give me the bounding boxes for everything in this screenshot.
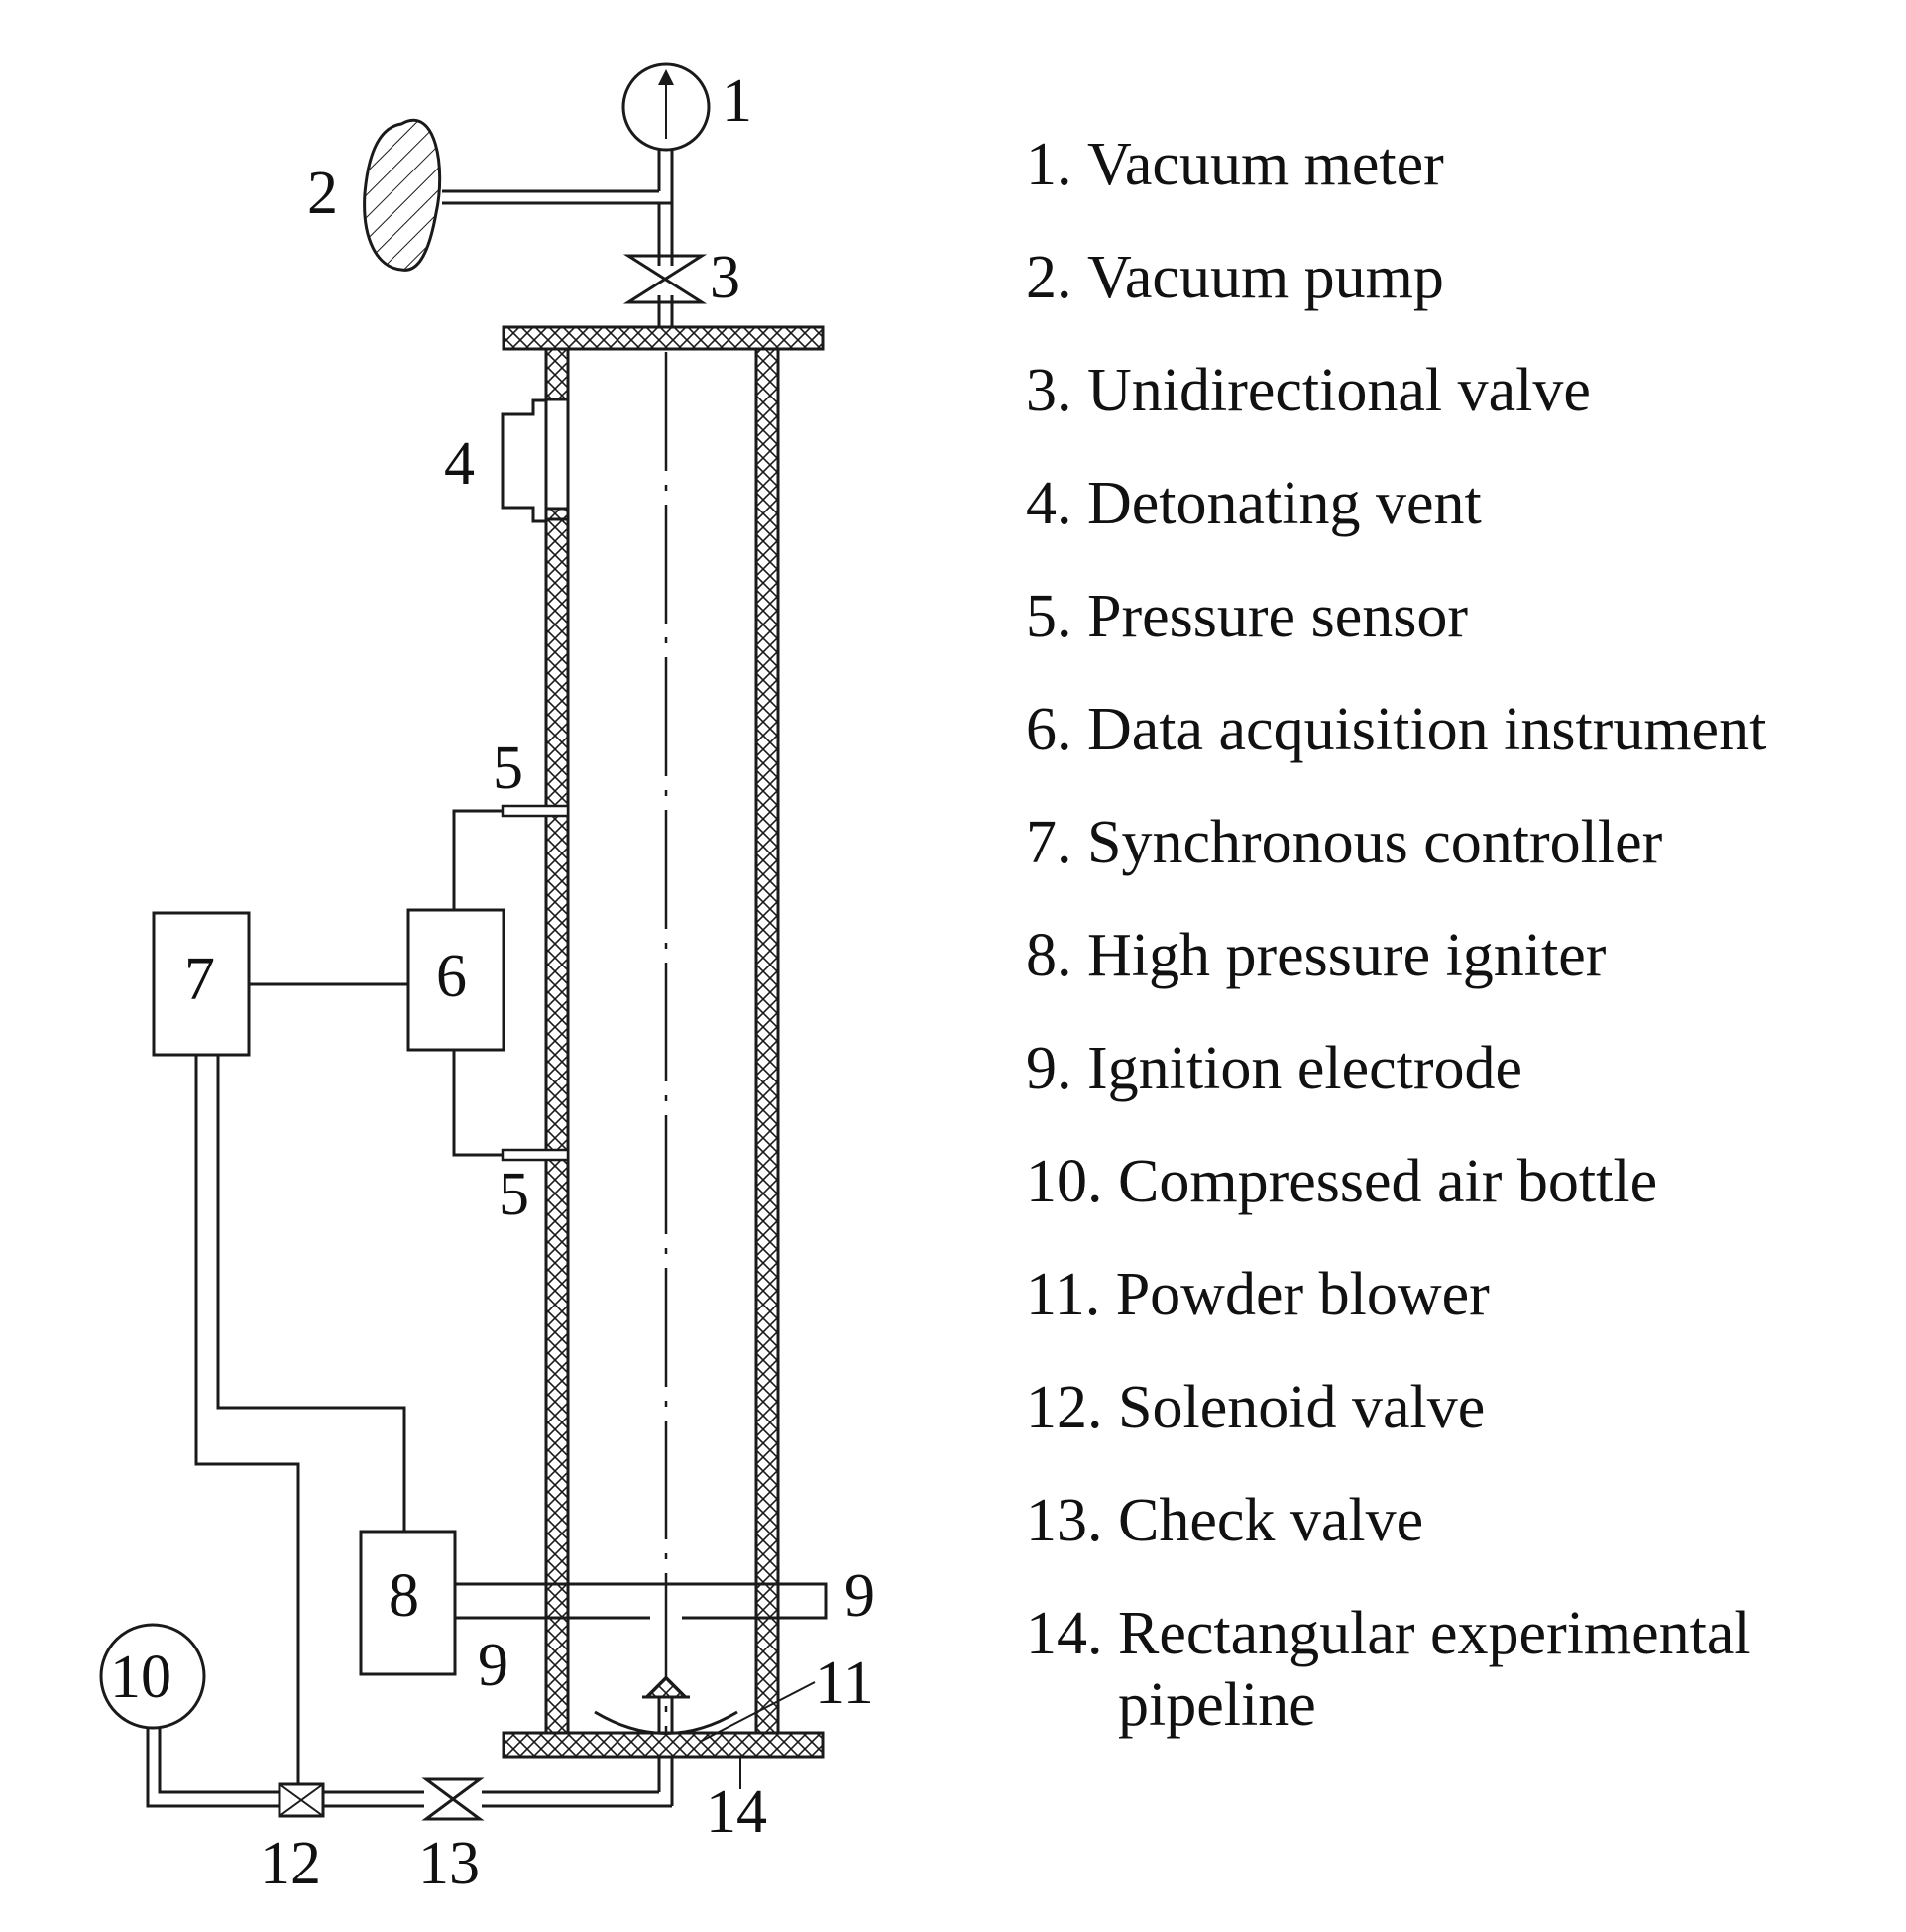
legend-number: 7. — [1026, 809, 1087, 876]
legend-item: 8. High pressure igniter — [1026, 920, 1851, 1033]
pipeline-right-wall — [754, 347, 780, 1735]
legend-item: 5. Pressure sensor — [1026, 581, 1851, 694]
detonating-vent — [501, 398, 570, 523]
legend-number: 10. — [1026, 1148, 1118, 1215]
legend-label: Ignition electrode — [1087, 1035, 1522, 1102]
callout-4: 4 — [444, 430, 475, 498]
legend-number: 12. — [1026, 1374, 1118, 1441]
legend-label: Compressed air bottle — [1118, 1148, 1658, 1215]
legend-number: 2. — [1026, 244, 1087, 311]
callout-6: 6 — [436, 943, 467, 1010]
legend-number: 9. — [1026, 1035, 1087, 1102]
callout-8: 8 — [389, 1562, 419, 1630]
powder-blower — [594, 1675, 816, 1743]
unidirectional-valve — [622, 254, 708, 304]
callout-11: 11 — [815, 1649, 874, 1717]
legend-item: 9. Ignition electrode — [1026, 1033, 1851, 1146]
legend-number: 4. — [1026, 470, 1087, 537]
legend-number: 5. — [1026, 583, 1087, 650]
legend-label: Powder blower — [1115, 1261, 1490, 1328]
ignition-electrode-upper — [455, 1582, 828, 1620]
legend-number: 13. — [1026, 1487, 1118, 1554]
legend-item: 11. Powder blower — [1026, 1259, 1851, 1372]
compressed-air-bottle — [99, 1623, 206, 1730]
callout-5-bottom: 5 — [499, 1161, 529, 1228]
legend-item: 4. Detonating vent — [1026, 468, 1851, 581]
legend-number: 1. — [1026, 131, 1087, 198]
callout-12: 12 — [260, 1830, 321, 1897]
synchronous-controller — [152, 911, 408, 1057]
vacuum-line — [442, 150, 674, 347]
legend-label: Check valve — [1118, 1487, 1424, 1554]
component-legend: 1. Vacuum meter 2. Vacuum pump 3. Unidir… — [1026, 129, 1851, 1739]
callout-10: 10 — [110, 1644, 171, 1711]
legend-label: Vacuum meter — [1087, 131, 1444, 198]
vacuum-meter — [621, 62, 711, 152]
callout-9-right: 9 — [844, 1562, 875, 1630]
data-acquisition-instrument — [406, 809, 505, 1157]
pipeline-left-wall — [544, 347, 570, 1735]
legend-number: 11. — [1026, 1261, 1116, 1328]
callout-14: 14 — [706, 1778, 767, 1846]
legend-item: 14. Rectangular experimental pipeline — [1026, 1598, 1851, 1739]
legend-number: 8. — [1026, 922, 1087, 989]
callout-13: 13 — [418, 1830, 480, 1897]
callout-3: 3 — [710, 244, 740, 311]
legend-number: 6. — [1026, 696, 1087, 763]
callout-1: 1 — [722, 67, 752, 135]
legend-item: 7. Synchronous controller — [1026, 807, 1851, 920]
legend-label: Synchronous controller — [1087, 809, 1663, 876]
controller-wiring — [194, 1055, 406, 1792]
legend-item: 12. Solenoid valve — [1026, 1372, 1851, 1485]
callout-2: 2 — [307, 160, 338, 227]
air-feed-line — [146, 1728, 674, 1808]
callout-5-top: 5 — [493, 735, 523, 802]
check-valve — [421, 1777, 485, 1821]
callout-7: 7 — [184, 946, 215, 1013]
callout-9-left: 9 — [478, 1632, 508, 1699]
legend-item: 6. Data acquisition instrument — [1026, 694, 1851, 807]
legend-number: 3. — [1026, 357, 1087, 424]
legend-item: 10. Compressed air bottle — [1026, 1146, 1851, 1259]
pipeline-top-flange — [502, 325, 825, 351]
legend-item: 3. Unidirectional valve — [1026, 355, 1851, 468]
legend-number: 14. — [1026, 1600, 1118, 1667]
pipeline-bottom-flange — [502, 1731, 825, 1759]
legend-label: Vacuum pump — [1087, 244, 1444, 311]
vacuum-pump — [363, 118, 442, 272]
legend-label: Data acquisition instrument — [1087, 696, 1767, 763]
pressure-sensor-bottom — [501, 1148, 570, 1162]
legend-label: Unidirectional valve — [1087, 357, 1591, 424]
solenoid-valve — [278, 1782, 325, 1818]
legend-label: Rectangular experimental pipeline — [1118, 1600, 1751, 1739]
high-pressure-igniter — [359, 1530, 457, 1676]
legend-label: Pressure sensor — [1087, 583, 1468, 650]
legend-item: 13. Check valve — [1026, 1485, 1851, 1598]
pressure-sensor-top — [501, 804, 570, 818]
legend-label: Detonating vent — [1087, 470, 1482, 537]
legend-item: 1. Vacuum meter — [1026, 129, 1851, 242]
legend-label: Solenoid valve — [1118, 1374, 1486, 1441]
legend-label: High pressure igniter — [1087, 922, 1607, 989]
legend-item: 2. Vacuum pump — [1026, 242, 1851, 355]
